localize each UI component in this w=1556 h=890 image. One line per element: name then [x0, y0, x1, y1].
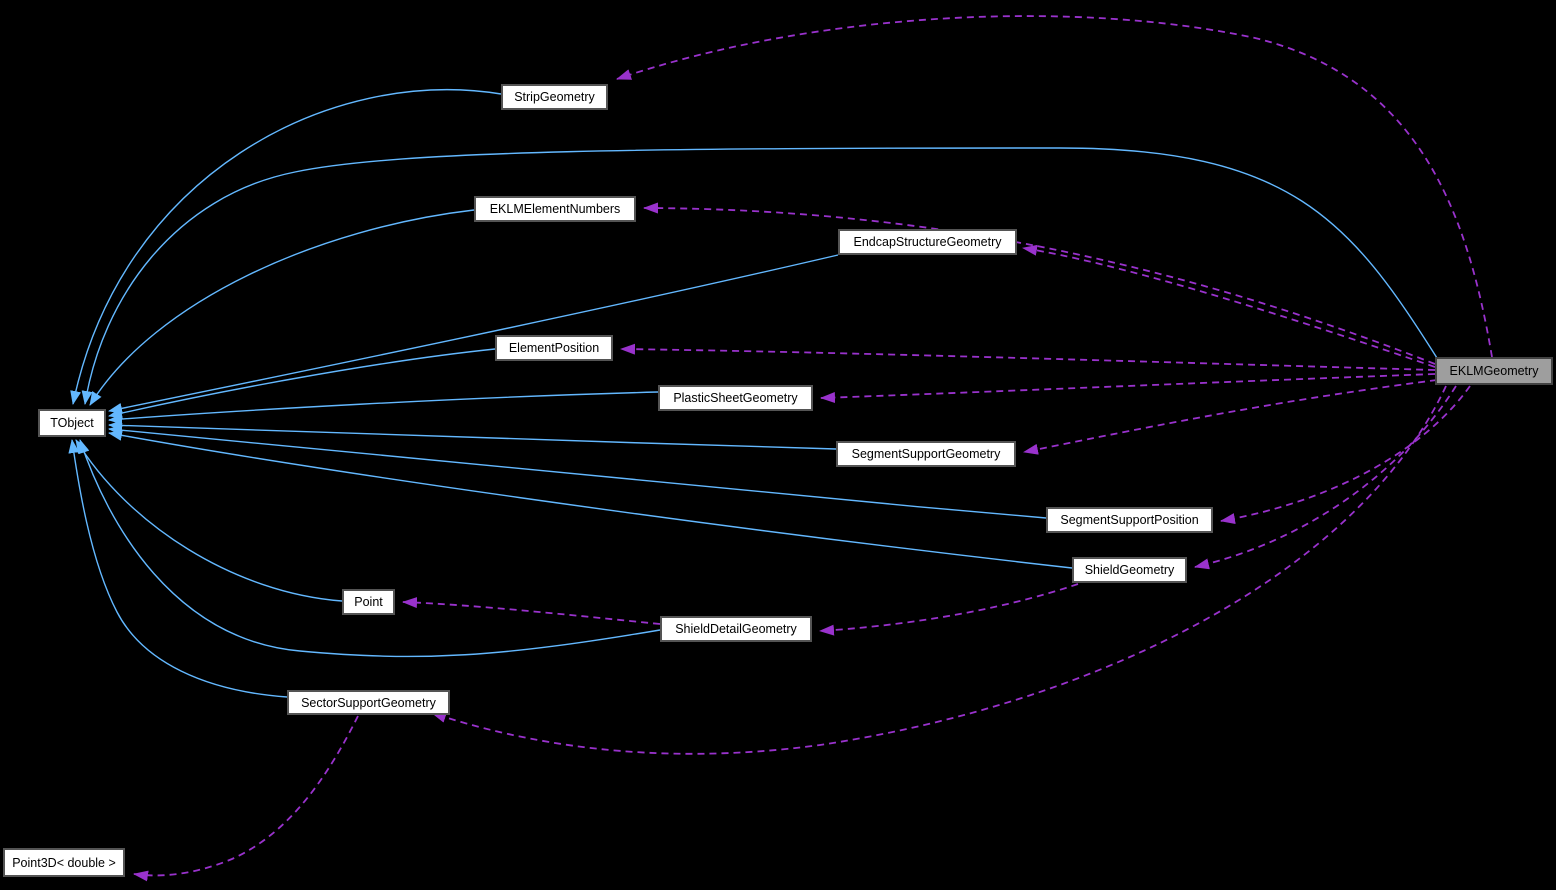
edge-point-to-tobject [75, 439, 343, 602]
edge-shielddetailgeometry-uses-point [402, 597, 661, 625]
node-label: ShieldGeometry [1084, 563, 1175, 577]
node-label: SegmentSupportPosition [1060, 513, 1199, 527]
node-endcap-structure-geometry[interactable]: EndcapStructureGeometry [838, 229, 1017, 255]
edge-segmentsupportgeometry-to-tobject [108, 420, 837, 450]
edge-stripgeometry-to-tobject [70, 89, 502, 405]
node-label: SegmentSupportGeometry [851, 447, 1001, 461]
node-shield-detail-geometry[interactable]: ShieldDetailGeometry [660, 616, 812, 642]
node-point3d-double[interactable]: Point3D< double > [3, 848, 125, 877]
node-element-position[interactable]: ElementPosition [495, 335, 613, 361]
edge-shieldgeometry-uses-shielddetailgeometry [819, 583, 1079, 636]
edge-eklmgeometry-to-tobject [81, 147, 1438, 405]
node-strip-geometry[interactable]: StripGeometry [501, 84, 608, 110]
edge-sectorsupportgeometry-uses-point3d [133, 715, 359, 882]
node-eklm-element-numbers[interactable]: EKLMElementNumbers [474, 196, 636, 222]
node-segment-support-geometry[interactable]: SegmentSupportGeometry [836, 441, 1016, 467]
edge-eklmgeometry-uses-elementposition [620, 343, 1436, 371]
node-label: ShieldDetailGeometry [675, 622, 797, 636]
node-label: TObject [50, 416, 94, 430]
edge-endcapstructuregeometry-to-tobject [108, 254, 839, 414]
node-label: EKLMElementNumbers [489, 202, 621, 216]
edge-eklmgeometry-uses-shieldgeometry [1194, 385, 1457, 570]
edge-eklmgeometry-uses-stripgeometry [616, 15, 1493, 358]
node-plastic-sheet-geometry[interactable]: PlasticSheetGeometry [658, 385, 813, 411]
edge-eklmgeometry-uses-endcapstructuregeometry [1022, 244, 1436, 368]
node-segment-support-position[interactable]: SegmentSupportPosition [1046, 507, 1213, 533]
edge-shielddetailgeometry-to-tobject [78, 439, 661, 658]
node-label: PlasticSheetGeometry [673, 391, 798, 405]
edge-plasticsheetgeometry-to-tobject [108, 391, 659, 425]
node-sector-support-geometry[interactable]: SectorSupportGeometry [287, 690, 450, 715]
edge-elementposition-to-tobject [108, 348, 496, 419]
node-shield-geometry[interactable]: ShieldGeometry [1072, 557, 1187, 583]
node-label: EndcapStructureGeometry [853, 235, 1002, 249]
edge-shieldgeometry-to-tobject [108, 429, 1073, 569]
node-label: StripGeometry [514, 90, 595, 104]
edge-eklmgeometry-uses-eklmelementnumbers [643, 202, 1436, 365]
node-tobject[interactable]: TObject [38, 409, 106, 437]
edge-sectorsupportgeometry-to-tobject [68, 439, 288, 698]
node-label: ElementPosition [508, 341, 600, 355]
edge-eklmgeometry-uses-plasticsheetgeometry [820, 373, 1436, 403]
edge-eklmgeometry-uses-segmentsupportgeometry [1023, 379, 1438, 455]
node-label: SectorSupportGeometry [301, 695, 436, 710]
node-label: EKLMGeometry [1449, 364, 1539, 378]
node-label: Point [354, 595, 383, 609]
node-point[interactable]: Point [342, 589, 395, 615]
node-label: Point3D< double > [12, 855, 116, 870]
edge-eklmelementnumbers-to-tobject [89, 209, 475, 406]
edge-eklmgeometry-uses-segmentsupportposition [1220, 385, 1471, 525]
node-eklm-geometry[interactable]: EKLMGeometry [1435, 357, 1553, 385]
